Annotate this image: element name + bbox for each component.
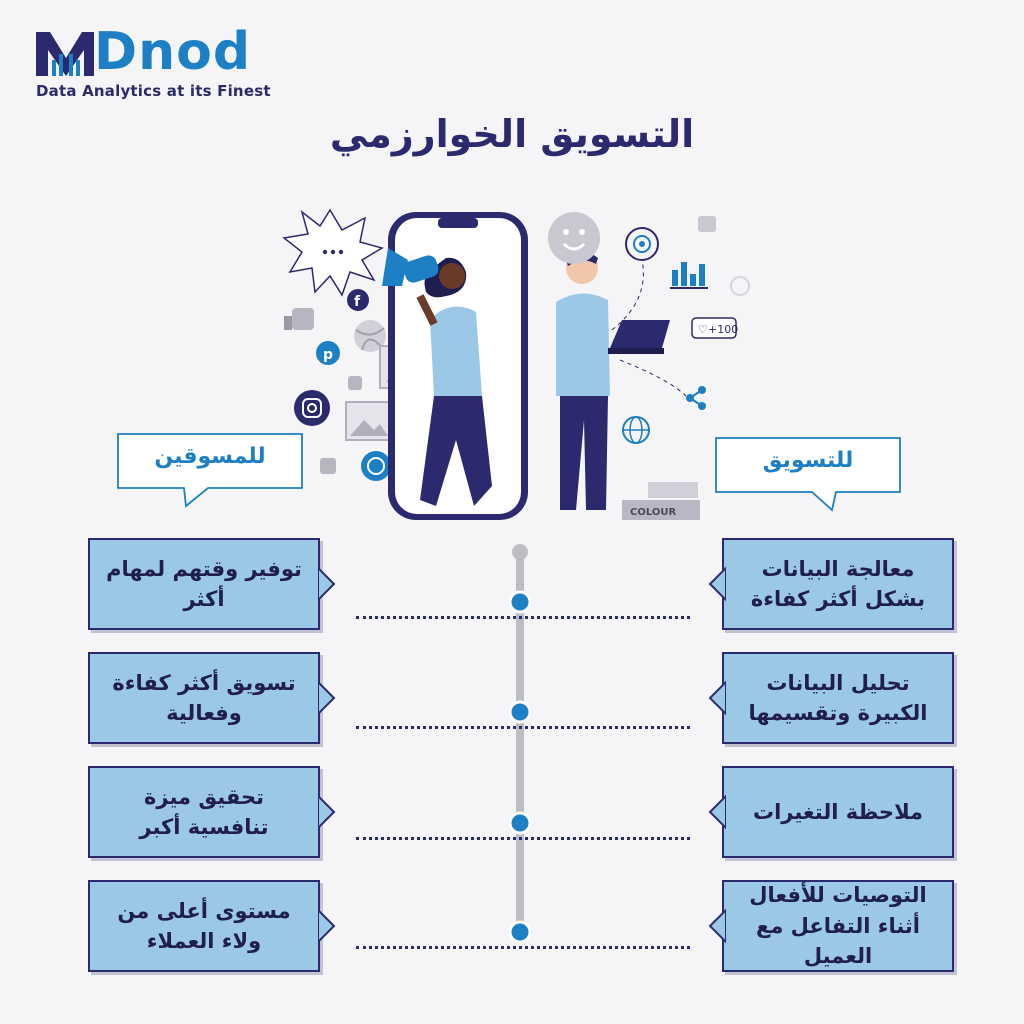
left-card: تحقيق ميزة تنافسية أكبر — [88, 766, 320, 858]
illustration: f p ♡+100 CO — [282, 208, 750, 520]
globe-icon — [622, 416, 650, 444]
timeline-track — [516, 548, 524, 938]
dribbble-icon — [354, 320, 386, 352]
svg-text:p: p — [323, 347, 333, 363]
target-icon — [625, 227, 659, 261]
like-icon — [348, 376, 362, 390]
marketing-label: للتسويق — [762, 448, 854, 473]
instagram-icon — [294, 390, 330, 426]
connector-line — [356, 946, 690, 949]
marketer-woman — [382, 248, 492, 506]
brand-tagline: Data Analytics at its Finest — [36, 82, 271, 100]
marketers-label: للمسوقين — [154, 444, 266, 469]
brand-name: Dnod — [94, 22, 252, 82]
left-card: مستوى أعلى من ولاء العملاء — [88, 880, 320, 972]
facebook-icon: f — [347, 289, 369, 311]
left-card-pointers — [318, 566, 336, 944]
share-icon — [686, 386, 706, 410]
whatsapp-icon — [361, 451, 391, 481]
right-card-pointers — [708, 566, 726, 944]
like-icon — [320, 458, 336, 474]
marketer-man — [556, 251, 670, 510]
connector-line — [356, 616, 690, 619]
left-card-text: تسويق أكثر كفاءة وفعالية — [112, 670, 296, 725]
connector-line — [356, 837, 690, 840]
marketing-bubble — [715, 437, 901, 512]
heart-likes-badge: ♡+100 — [691, 317, 738, 339]
timeline-dot — [508, 700, 532, 724]
connector-line — [356, 726, 690, 729]
right-card: التوصيات للأفعال أثناء التفاعل مع العميل — [722, 880, 954, 972]
image-icon — [345, 401, 393, 441]
box-label: COLOUR — [630, 507, 676, 518]
smiley-icon — [730, 276, 750, 296]
pinterest-icon: p — [316, 341, 340, 365]
svg-text:f: f — [354, 294, 361, 310]
logo-mark-icon — [36, 32, 94, 76]
left-card-text: توفير وقتهم لمهام أكثر — [106, 556, 302, 611]
timeline-dot — [508, 590, 532, 614]
left-card-text: تحقيق ميزة تنافسية أكبر — [139, 784, 269, 839]
timeline-dot — [508, 920, 532, 944]
smiley-icon — [548, 212, 600, 264]
like-icon — [284, 308, 314, 330]
right-card-text: ملاحظة التغيرات — [752, 799, 924, 824]
marketers-bubble — [117, 433, 303, 508]
right-card-text: التوصيات للأفعال أثناء التفاعل مع العميل — [749, 883, 927, 969]
right-card: تحليل البيانات الكبيرة وتقسيمها — [722, 652, 954, 744]
bar-chart-icon — [670, 262, 708, 289]
right-card: ملاحظة التغيرات — [722, 766, 954, 858]
colour-box: COLOUR — [622, 482, 700, 520]
likes-badge-text: +100 — [708, 323, 738, 336]
right-card: معالجة البيانات بشكل أكثر كفاءة — [722, 538, 954, 630]
left-card-text: مستوى أعلى من ولاء العملاء — [117, 898, 291, 953]
right-card-text: معالجة البيانات بشكل أكثر كفاءة — [750, 556, 926, 611]
page-title: التسويق الخوارزمي — [329, 112, 695, 156]
timeline — [508, 544, 532, 944]
left-card: توفير وقتهم لمهام أكثر — [88, 538, 320, 630]
svg-text:♡: ♡ — [698, 323, 708, 336]
left-card: تسويق أكثر كفاءة وفعالية — [88, 652, 320, 744]
timeline-dot — [508, 811, 532, 835]
like-icon — [698, 216, 716, 232]
right-card-text: تحليل البيانات الكبيرة وتقسيمها — [748, 670, 928, 725]
burst-bubble-icon — [282, 208, 384, 297]
timeline-start-dot — [512, 544, 528, 560]
